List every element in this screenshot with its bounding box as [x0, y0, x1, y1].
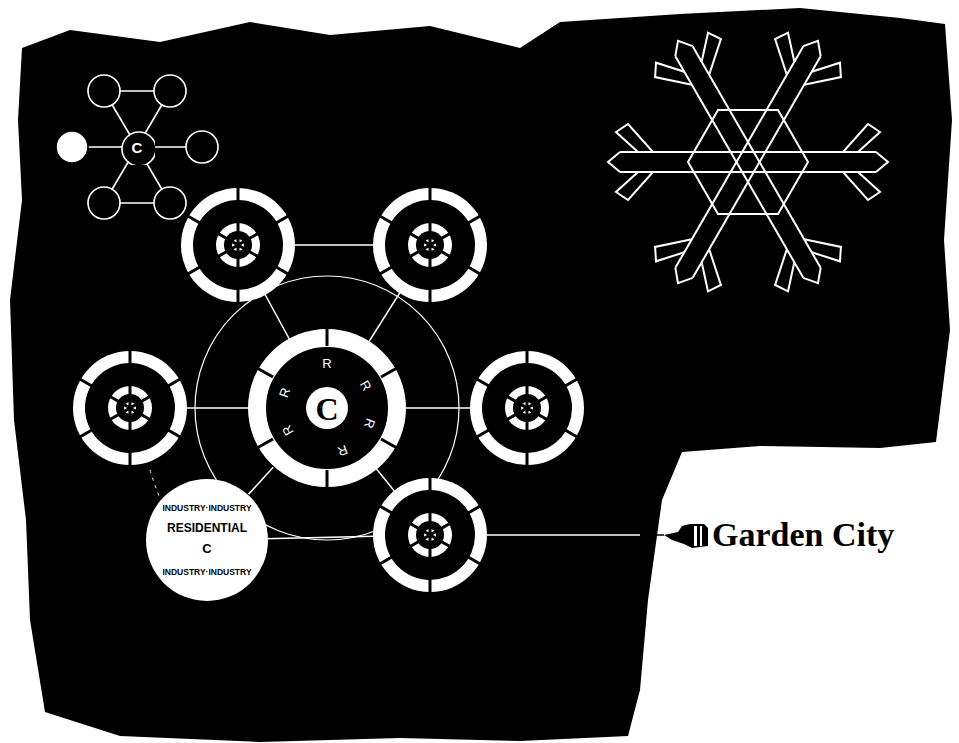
industry-residential-circle: INDUSTRY·INDUSTRY RESIDENTIAL C INDUSTRY·IN… [145, 478, 269, 602]
zone-label: RESIDENTIAL [167, 521, 247, 535]
city-core-circle: C [119, 129, 155, 165]
zone-letter: C [202, 541, 211, 556]
zone-letter: C [132, 139, 143, 156]
zone-letter: C [315, 391, 338, 428]
zone-letter: R [322, 356, 331, 371]
connector-line [249, 467, 273, 494]
zone-label: INDUSTRY·INDUSTRY [162, 503, 251, 513]
central-city-circle: CRRRRRR [247, 328, 407, 488]
circle-outline [145, 478, 269, 602]
title-label: Garden City [712, 516, 894, 554]
zone-label: INDUSTRY·INDUSTRY [162, 567, 251, 577]
